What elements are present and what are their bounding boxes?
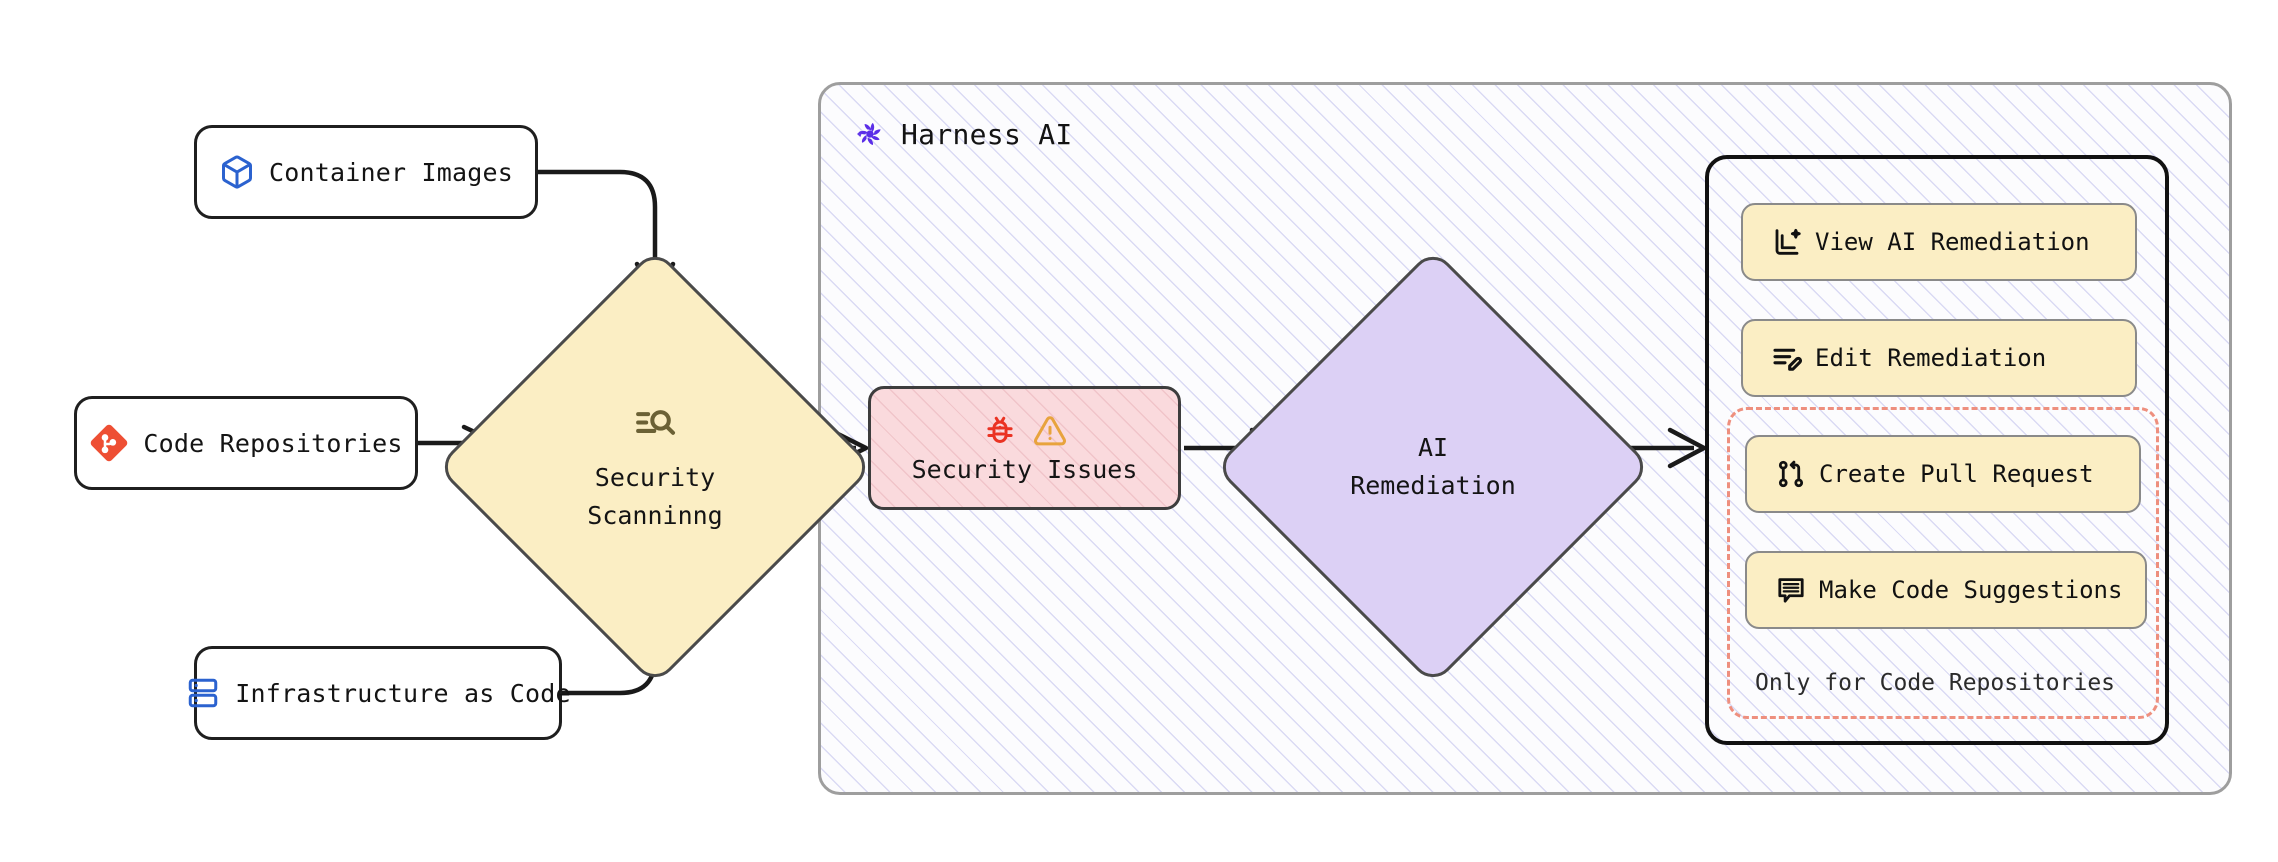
scan-search-icon [632, 402, 678, 448]
list-pencil-icon [1771, 342, 1803, 374]
diamond-label-line1: AI [1417, 433, 1449, 462]
node-label: Security Issues [911, 454, 1138, 484]
cube-icon [219, 154, 255, 190]
node-container-images[interactable]: Container Images [194, 125, 538, 219]
remediation-actions-panel: View AI Remediation Edit Remediation [1705, 155, 2169, 745]
diamond-label-line1: Security [594, 463, 716, 492]
diamond-content: Security Scanninng [500, 312, 810, 622]
button-label: Edit Remediation [1815, 344, 2047, 372]
button-make-code-suggestions[interactable]: Make Code Suggestions [1745, 551, 2147, 629]
warning-triangle-icon [1032, 413, 1068, 449]
node-infrastructure-as-code[interactable]: Infrastructure as Code [188, 646, 571, 740]
button-label: Create Pull Request [1819, 460, 2094, 488]
diamond-label-line2: Scanninng [587, 501, 723, 530]
node-ai-remediation[interactable]: AI Remediation [1213, 247, 1653, 687]
server-stack-icon [185, 675, 221, 711]
code-repositories-scope-outline [1727, 407, 2159, 719]
node-label: Code Repositories [143, 428, 403, 458]
button-label: Make Code Suggestions [1819, 576, 2123, 604]
button-label: View AI Remediation [1815, 228, 2090, 256]
git-branch-icon [89, 423, 129, 463]
code-repositories-scope-caption: Only for Code Repositories [1755, 670, 2116, 696]
bug-icon [982, 413, 1018, 449]
git-pull-request-icon [1775, 458, 1807, 490]
diamond-content: AI Remediation [1278, 312, 1588, 622]
node-security-issues[interactable]: Security Issues [868, 386, 1181, 510]
node-security-scanning[interactable]: Security Scanninng [435, 247, 875, 687]
node-code-repositories[interactable]: Code Repositories [74, 396, 418, 490]
harness-ai-title-label: Harness AI [901, 117, 1073, 151]
button-edit-remediation[interactable]: Edit Remediation [1741, 319, 2137, 397]
comment-lines-icon [1775, 574, 1807, 606]
ai-sparkle-document-icon [1771, 226, 1803, 258]
security-issue-icons [982, 413, 1068, 449]
button-view-ai-remediation[interactable]: View AI Remediation [1741, 203, 2137, 281]
harness-pinwheel-icon [853, 117, 887, 151]
node-label: Infrastructure as Code [235, 678, 571, 708]
node-label: Container Images [268, 157, 514, 187]
harness-ai-title: Harness AI [853, 117, 1073, 151]
button-create-pull-request[interactable]: Create Pull Request [1745, 435, 2141, 513]
diamond-label-line2: Remediation [1350, 471, 1516, 500]
